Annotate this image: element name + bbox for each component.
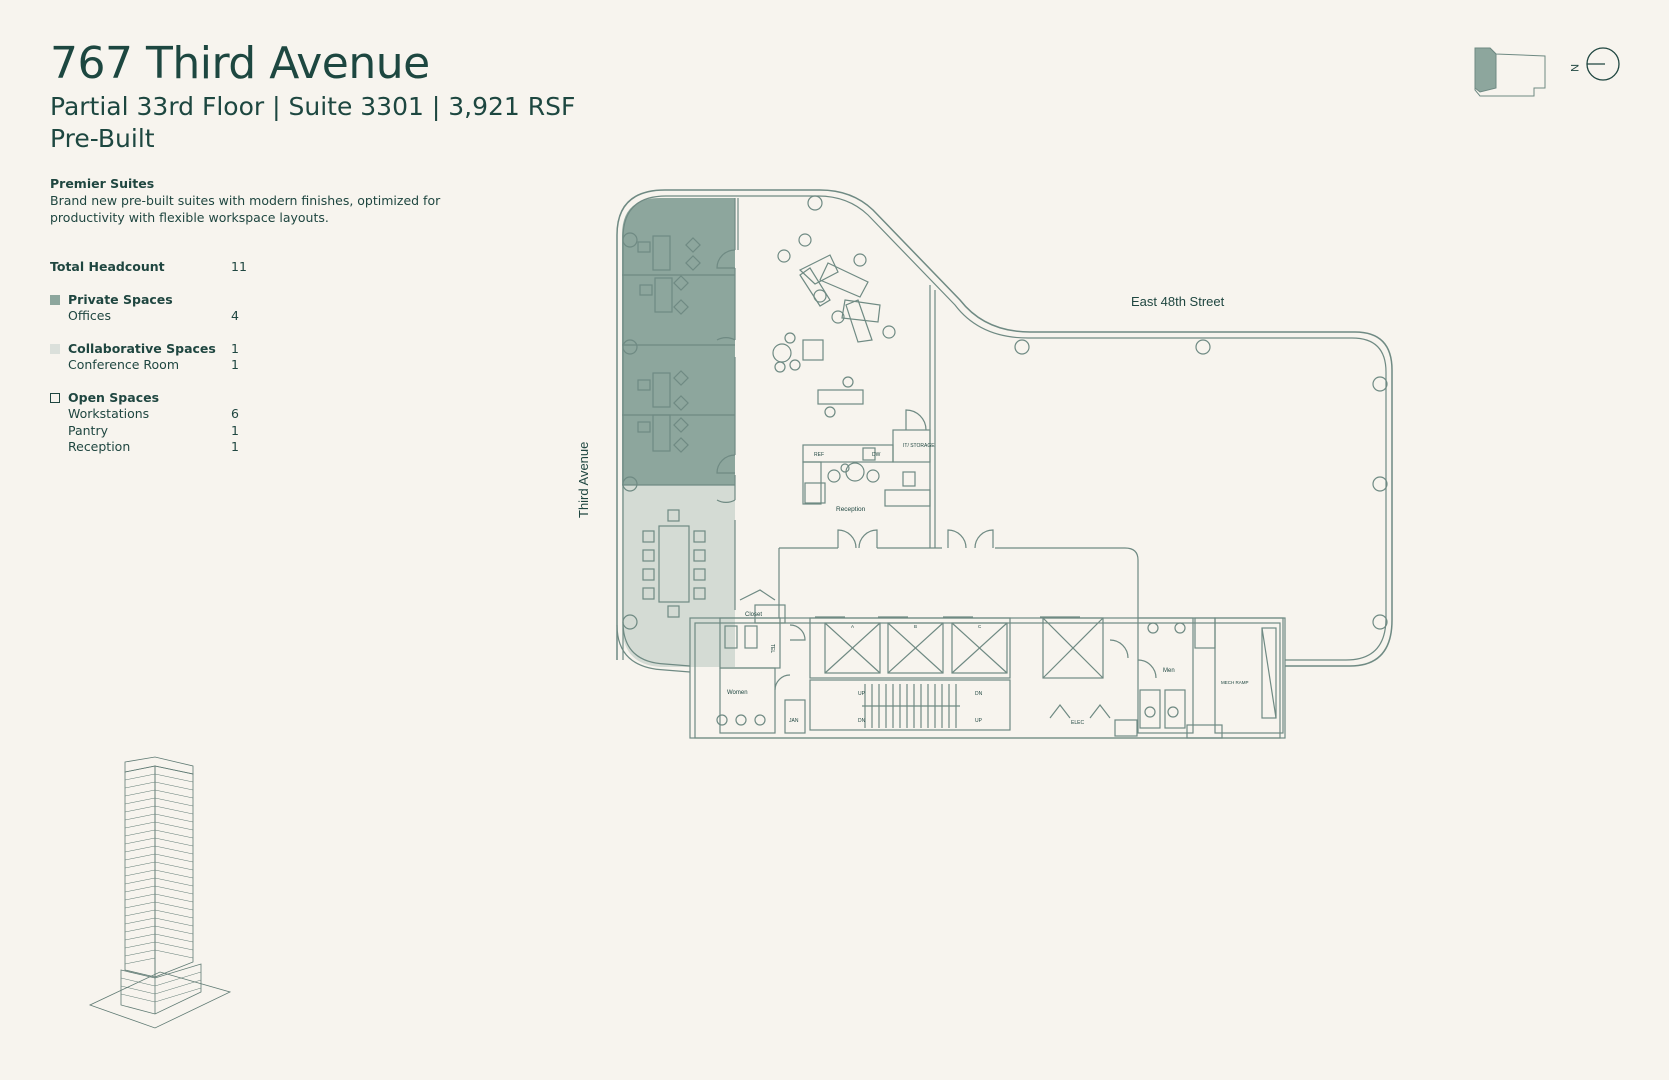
- elec-label: ELEC: [1071, 720, 1084, 726]
- street-label-east: East 48th Street: [1131, 294, 1225, 309]
- collaborative-swatch: [50, 343, 60, 354]
- page-title: 767 Third Avenue: [50, 38, 430, 89]
- private-swatch: [50, 294, 60, 305]
- private-spaces-row: Private Spaces: [50, 292, 300, 309]
- reception-room-label: Reception: [836, 506, 866, 513]
- elevator-c-label: C: [978, 624, 982, 629]
- suite-details: Partial 33rd Floor | Suite 3301 | 3,921 …: [50, 92, 576, 121]
- jan-label: JAN: [789, 718, 799, 724]
- conference-room-row: Conference Room 1: [50, 357, 300, 374]
- offices-row: Offices 4: [50, 308, 300, 325]
- storage-room-label: IT/ STORAGE: [903, 443, 935, 449]
- pantry-value: 1: [231, 422, 239, 438]
- conference-room-label: Conference Room: [68, 357, 179, 372]
- suite-type: Pre-Built: [50, 124, 155, 153]
- building-illustration: [88, 756, 232, 1029]
- workstations-label: Workstations: [68, 406, 150, 421]
- reception-row: Reception 1: [50, 439, 300, 456]
- stair-dn-label-1: DN: [858, 718, 866, 724]
- tel-label: TEL: [769, 644, 775, 653]
- total-headcount-row: Total Headcount 11: [50, 259, 300, 276]
- women-restroom-label: Women: [727, 690, 748, 696]
- open-spaces-row: Open Spaces: [50, 390, 300, 407]
- dw-label: DW: [872, 452, 881, 458]
- pantry-label: Pantry: [68, 422, 108, 438]
- men-restroom-label: Men: [1163, 668, 1175, 674]
- reception-value: 1: [231, 439, 239, 454]
- workstations-value: 6: [231, 406, 239, 421]
- stair-up-label-1: UP: [858, 691, 866, 697]
- intro-heading: Premier Suites: [50, 176, 155, 191]
- building-envelope: [616, 189, 1393, 667]
- open-swatch: [50, 392, 60, 403]
- reception-label: Reception: [68, 439, 131, 454]
- private-spaces-label: Private Spaces: [68, 291, 173, 307]
- total-headcount-label: Total Headcount: [50, 259, 165, 274]
- pantry-row: Pantry 1: [50, 423, 300, 440]
- private-offices-area: [622, 198, 735, 485]
- space-summary: Total Headcount 11 Private Spaces Office…: [50, 259, 300, 456]
- stair-up-label-2: UP: [975, 718, 983, 724]
- intro-body: Brand new pre-built suites with modern f…: [50, 193, 441, 225]
- total-headcount-value: 11: [231, 259, 247, 274]
- workstations-row: Workstations 6: [50, 406, 300, 423]
- elevator-a-label: A: [851, 624, 854, 629]
- collaborative-spaces-label: Collaborative Spaces: [68, 340, 216, 356]
- compass-north-label: N: [1568, 64, 1580, 72]
- open-spaces-label: Open Spaces: [68, 389, 160, 405]
- street-label-third: Third Avenue: [576, 442, 591, 518]
- compass-icon: N: [1568, 47, 1620, 81]
- closet-label: Closet: [745, 612, 762, 618]
- conference-room-value: 1: [231, 357, 239, 372]
- collaborative-spaces-value: 1: [231, 340, 239, 356]
- stair-dn-label-2: DN: [975, 691, 983, 697]
- ref-label: REF: [814, 452, 824, 458]
- elevator-b-label: B: [914, 624, 917, 629]
- offices-value: 4: [231, 308, 239, 323]
- offices-label: Offices: [68, 308, 111, 323]
- mech-ramp-label: MECH RAMP: [1221, 680, 1249, 685]
- key-plan: [1474, 47, 1546, 97]
- collaborative-spaces-row: Collaborative Spaces 1: [50, 341, 300, 358]
